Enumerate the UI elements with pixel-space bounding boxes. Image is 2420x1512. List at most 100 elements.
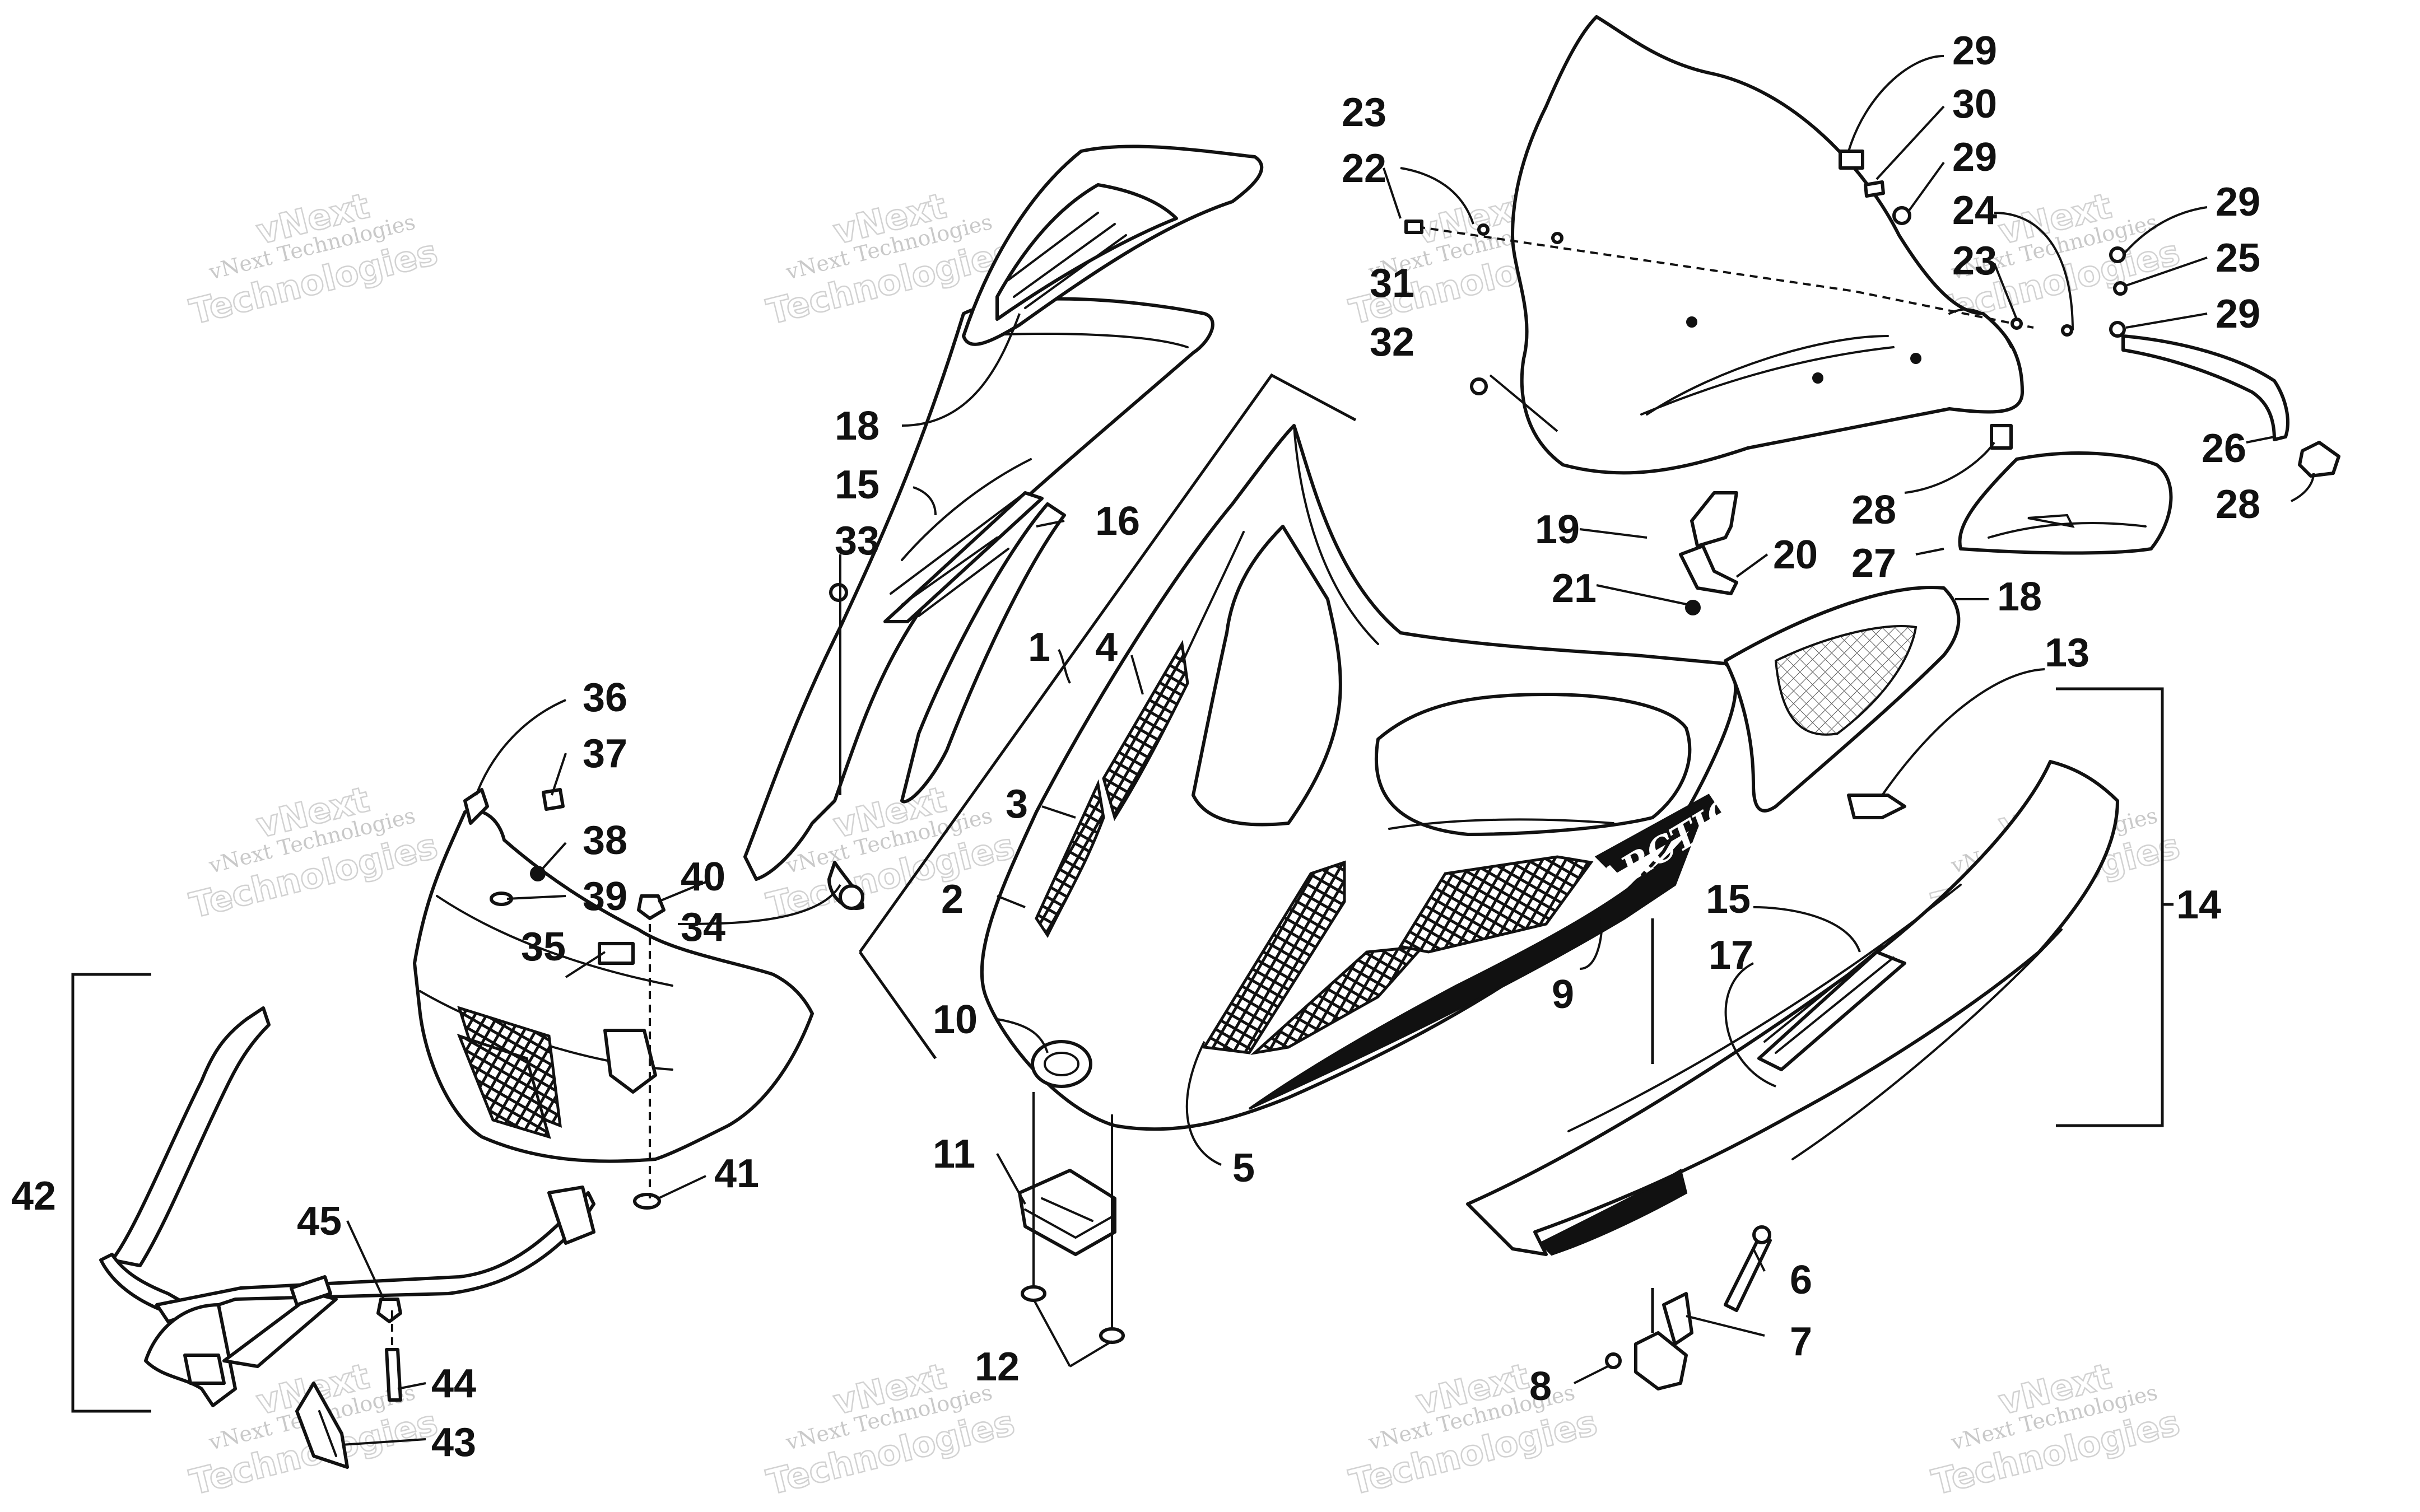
- leader-35: [565, 951, 606, 978]
- callout-labels: 1 2 3 4 5 6 7 8 9 10 11 12 13 14 15 15 1…: [11, 29, 2260, 1465]
- nut-40: [637, 894, 666, 920]
- leader-17: [1724, 962, 1776, 1088]
- leader-13: [1881, 668, 2045, 796]
- leader-29c: [2122, 206, 2208, 256]
- washer-24b: [2061, 324, 2073, 337]
- louver-15b: [1757, 950, 1906, 1071]
- leader-26: [2246, 436, 2275, 444]
- leader-23b: [1993, 263, 2018, 320]
- leader-29a: [1847, 55, 1944, 152]
- leader-34: [677, 884, 841, 925]
- leader-3: [1041, 805, 1076, 819]
- leader-43: [341, 1438, 426, 1446]
- hinge-11: [1018, 1169, 1116, 1256]
- leader-5: [1185, 1041, 1222, 1166]
- callout-23a: 23: [1342, 90, 1386, 135]
- callout-29b: 29: [1952, 135, 1997, 180]
- leader-36: [475, 699, 566, 796]
- leader-16: [1036, 520, 1065, 528]
- callout-16: 16: [1095, 499, 1140, 544]
- callout-20: 20: [1773, 533, 1818, 577]
- grommet-29b: [1892, 206, 1911, 225]
- leader-27: [1915, 548, 1944, 556]
- hinge-assembly: [1018, 1092, 1125, 1344]
- callout-36: 36: [583, 675, 627, 720]
- callout-18a: 18: [835, 404, 879, 449]
- callout-29d: 29: [2216, 292, 2260, 337]
- left-side-panels: [743, 144, 1264, 910]
- callout-4: 4: [1095, 625, 1118, 670]
- washer-23b: [1551, 232, 1563, 244]
- grommet-12b: [1099, 1327, 1125, 1344]
- bracket-19: [1690, 491, 1738, 548]
- callout-13: 13: [2045, 631, 2089, 675]
- leader-30: [1876, 105, 1945, 180]
- right-side-panels: [1466, 586, 2119, 1390]
- leader-11: [996, 1153, 1026, 1205]
- nut-45: [376, 1298, 402, 1323]
- callout-11: 11: [933, 1132, 975, 1177]
- washer-41: [633, 1193, 661, 1210]
- leader-24: [1994, 212, 2074, 331]
- windshield: [1511, 15, 2024, 475]
- callout-40: 40: [681, 855, 725, 899]
- leader-19: [1579, 528, 1648, 539]
- callout-18b: 18: [1997, 575, 2042, 619]
- nut-25: [2113, 281, 2128, 296]
- callout-15b: 15: [1706, 877, 1751, 922]
- callout-21: 21: [1552, 566, 1597, 611]
- callout-29c: 29: [2216, 180, 2260, 225]
- leader-25: [2125, 256, 2208, 287]
- leader-45: [346, 1220, 385, 1300]
- callout-19: 19: [1535, 507, 1580, 552]
- callout-15a: 15: [835, 463, 879, 507]
- callout-10: 10: [933, 997, 978, 1042]
- knob-28b: [2298, 441, 2340, 478]
- grommet-12a: [1021, 1285, 1046, 1302]
- trim-16: [900, 502, 1066, 804]
- leader-10: [997, 1018, 1049, 1053]
- screw-44: [385, 1348, 402, 1402]
- screw-37: [542, 788, 565, 811]
- grommet-29c: [2109, 246, 2126, 263]
- leader-39: [506, 895, 566, 900]
- leader-15a: [913, 486, 937, 516]
- screw-22: [1404, 220, 1423, 234]
- callout-2: 2: [941, 877, 964, 922]
- callout-27: 27: [1851, 541, 1896, 586]
- plate-43: [295, 1382, 349, 1469]
- callout-42: 42: [11, 1174, 56, 1219]
- bolt-6: [1724, 1236, 1772, 1312]
- leader-9: [1579, 918, 1603, 970]
- callout-26: 26: [2202, 426, 2246, 471]
- callout-1: 1: [1028, 625, 1050, 670]
- windshield-hardware: [1404, 150, 2340, 615]
- emblem-10: [1031, 1040, 1092, 1088]
- bracket-7: [1634, 1331, 1688, 1390]
- bumper: [99, 1006, 595, 1469]
- callout-6: 6: [1790, 1258, 1812, 1303]
- callout-14: 14: [2176, 883, 2221, 927]
- leader-8: [1574, 1365, 1608, 1384]
- leader-7: [1686, 1315, 1765, 1337]
- nut-8: [1605, 1352, 1622, 1369]
- clip-20: [1679, 544, 1738, 595]
- washer-24a: [2011, 318, 2023, 330]
- callout-24: 24: [1952, 188, 1997, 233]
- tie-35: [598, 942, 635, 965]
- grouping-brackets: [71, 373, 2174, 1413]
- callout-12: 12: [975, 1345, 1020, 1389]
- callout-8: 8: [1529, 1364, 1552, 1409]
- grommet-29d: [2109, 321, 2126, 338]
- callout-38: 38: [583, 818, 627, 863]
- callout-28b: 28: [2216, 482, 2260, 527]
- callout-28a: 28: [1851, 488, 1896, 533]
- leader-15b: [1753, 906, 1861, 953]
- leader-28a: [1904, 441, 1995, 494]
- leader-22: [1383, 167, 1402, 219]
- leader-44: [397, 1382, 426, 1390]
- callout-5: 5: [1232, 1146, 1255, 1191]
- callout-31: 31: [1370, 261, 1414, 306]
- callout-30: 30: [1952, 82, 1997, 127]
